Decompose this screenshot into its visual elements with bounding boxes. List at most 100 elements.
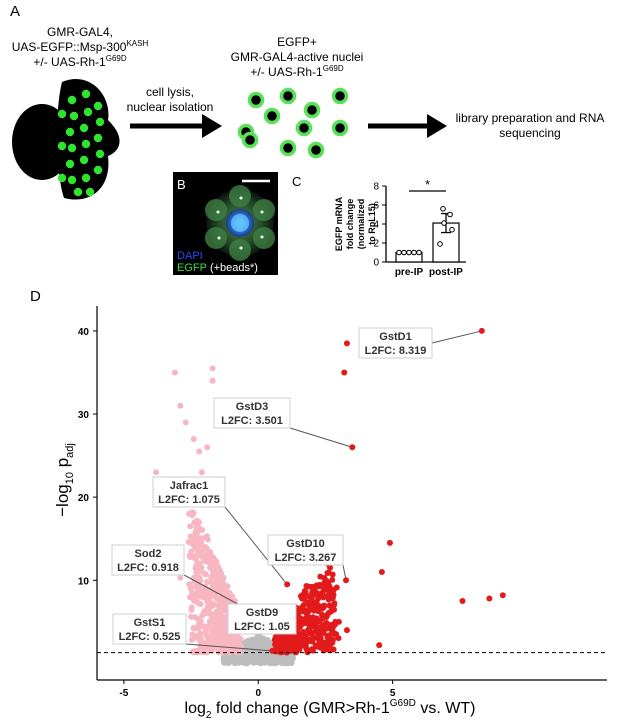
volcano-point-up <box>300 629 307 636</box>
volcano-point-down <box>195 625 202 632</box>
volcano-point-up <box>327 637 334 644</box>
panel-c-data-point <box>447 211 453 218</box>
annotation-l2fc: L2FC: 3.501 <box>221 415 283 427</box>
volcano-point-down <box>192 648 199 655</box>
volcano-point-down <box>201 570 208 577</box>
panel-c-y-tick-label: 4 <box>373 220 379 231</box>
volcano-point-up <box>325 596 332 603</box>
annotation-leader-line <box>224 506 288 585</box>
volcano-point-up <box>323 643 330 650</box>
volcano-outlier-up <box>376 642 383 649</box>
panel-c-ylabel-line: (normalized <box>356 199 366 250</box>
volcano-point-down <box>210 565 217 572</box>
volcano-point-down <box>216 617 223 624</box>
volcano-point-down <box>202 607 209 614</box>
volcano-outlier-down <box>209 365 216 372</box>
volcano-outlier-down <box>196 448 203 455</box>
volcano-point-down <box>204 578 211 585</box>
volcano-point-up <box>299 603 306 610</box>
volcano-point-down <box>196 560 203 567</box>
annotation-l2fc: L2FC: 0.918 <box>117 562 179 574</box>
nuclei-line-3: +/- UAS-Rh-1G69D <box>250 64 343 79</box>
volcano-point-down <box>204 536 211 543</box>
disc-gfp-dot <box>93 165 103 175</box>
step2-line-2: sequencing <box>499 126 560 140</box>
annotated-point <box>349 444 356 451</box>
nucleus-membrane <box>279 87 297 105</box>
annotation-gene-name: GstD1 <box>379 331 411 343</box>
panel-c-data-point <box>396 249 402 256</box>
volcano-outlier-down <box>153 469 160 476</box>
annotation-gene-name: GstD10 <box>286 538 325 550</box>
volcano-y-tick-label: 10 <box>78 576 90 587</box>
volcano-point-down <box>193 598 200 605</box>
nucleus-icon <box>279 139 297 157</box>
panel-c-data-point <box>416 249 422 256</box>
annotation-l2fc: L2FC: 1.05 <box>234 621 290 633</box>
nuclei-line-2: GMR-GAL4-active nuclei <box>231 50 364 64</box>
annotation-leader-line <box>185 643 273 652</box>
volcano-point-ns <box>266 639 273 646</box>
volcano-point-down <box>222 616 229 623</box>
volcano-point-down <box>213 558 220 565</box>
volcano-point-up <box>295 625 302 632</box>
volcano-outlier-down <box>209 377 216 384</box>
annotation-box <box>213 397 291 429</box>
volcano-point-up <box>294 637 301 644</box>
annotated-point <box>269 647 276 654</box>
xlabel-sub: 2 <box>206 710 212 720</box>
volcano-point-down <box>210 636 217 643</box>
nuclei-line-1: EGFP+ <box>277 35 317 49</box>
annotation-l2fc: L2FC: 1.075 <box>158 494 220 506</box>
volcano-point-up <box>289 641 296 648</box>
panel-c-significance-star: * <box>425 177 430 192</box>
volcano-outlier-up <box>335 618 342 625</box>
panel-c-y-tick-label: 6 <box>373 201 379 212</box>
volcano-point-ns <box>253 659 260 666</box>
legend-dapi: DAPI <box>177 250 203 262</box>
volcano-y-tick-label: 40 <box>78 327 90 338</box>
nucleus-membrane <box>279 139 297 157</box>
volcano-point-ns <box>233 659 240 666</box>
ylabel-p: p <box>53 458 72 472</box>
volcano-y-tick-label: 20 <box>78 493 90 504</box>
volcano-y-tick-label: 30 <box>78 410 90 421</box>
disc-gfp-dot <box>93 101 103 111</box>
disc-gfp-dot <box>85 187 95 197</box>
xlabel-sup: G69D <box>390 698 416 709</box>
volcano-point-up <box>315 595 322 602</box>
volcano-point-up <box>279 638 286 645</box>
annotated-point <box>284 581 291 588</box>
disc-gfp-dot <box>57 109 67 119</box>
volcano-point-up <box>312 642 319 649</box>
volcano-point-up <box>320 622 327 629</box>
annotation-gene-name: GstD9 <box>246 607 278 619</box>
volcano-point-down <box>219 602 226 609</box>
disc-gfp-dot <box>81 89 91 99</box>
volcano-x-tick-label: -5 <box>119 688 128 699</box>
nucleus-icon <box>295 119 313 137</box>
volcano-point-down <box>197 526 204 533</box>
nucleus-icon <box>331 87 349 105</box>
volcano-point-down <box>220 574 227 581</box>
volcano-point-up <box>302 591 309 598</box>
panel-a-label: A <box>10 3 20 20</box>
volcano-point-up <box>299 595 306 602</box>
volcano-point-up <box>312 624 319 631</box>
nucleus-membrane <box>303 101 321 119</box>
panel-c-ylabel-line: to RpL15) <box>367 203 377 245</box>
volcano-point-down <box>195 616 202 623</box>
nucleus-icon <box>307 141 325 159</box>
ylabel-main: −log <box>53 484 72 517</box>
volcano-outlier-down <box>177 574 184 581</box>
panel-d-label: D <box>30 288 41 305</box>
volcano-outlier-down <box>190 435 197 442</box>
nucleus-membrane <box>307 141 325 159</box>
disc-gfp-dot <box>69 111 79 121</box>
volcano-point-ns <box>285 656 292 663</box>
volcano-outlier-up <box>378 568 385 575</box>
